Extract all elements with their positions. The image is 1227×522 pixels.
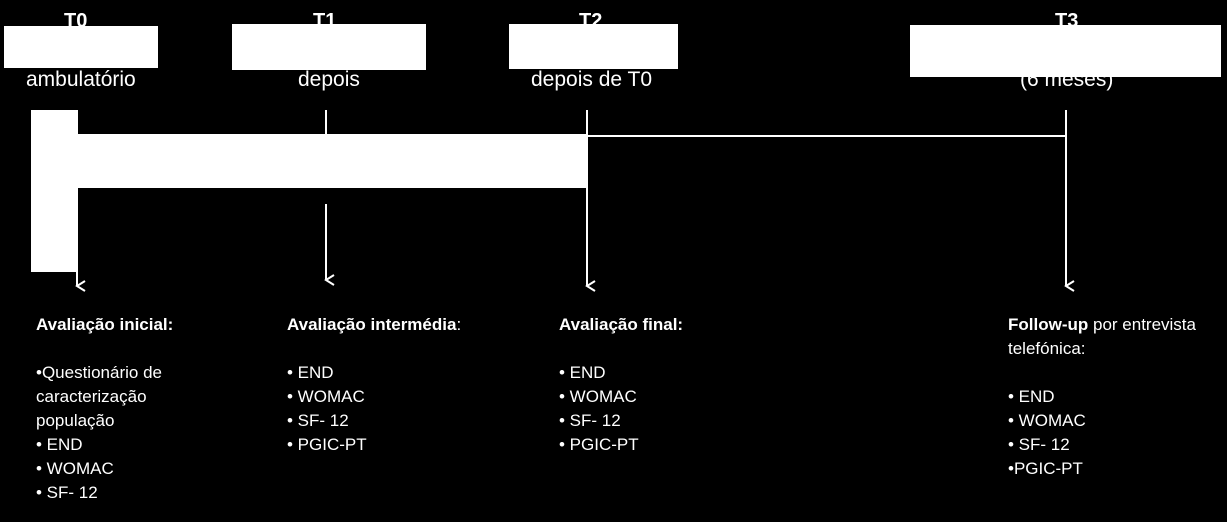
timeline-intervention-bar: [77, 134, 587, 188]
list-item: • END: [1008, 387, 1055, 406]
timepoint-subtitle-t0: ambulatório: [26, 68, 136, 91]
header-box-t1: [232, 24, 426, 70]
list-item: • SF- 12: [36, 483, 98, 502]
timepoint-subtitle-t1: depois: [298, 68, 360, 91]
column-t3-title: Follow-up por entrevista: [1008, 313, 1196, 337]
column-t2-title-bold: Avaliação final:: [559, 315, 684, 334]
list-item: •PGIC-PT: [1008, 459, 1083, 478]
header-box-t2: [509, 24, 678, 69]
list-item: • WOMAC: [559, 387, 637, 406]
timepoint-subtitle-t2: depois de T0: [531, 68, 653, 91]
list-item: • PGIC-PT: [559, 435, 639, 454]
column-t2: Avaliação final: • END • WOMAC • SF- 12 …: [559, 313, 683, 457]
timeline-start-block: [31, 110, 77, 272]
list-item: • PGIC-PT: [287, 435, 367, 454]
list-item: • END: [287, 363, 334, 382]
column-t3-title-rest: por entrevista: [1088, 315, 1196, 334]
list-item: • END: [36, 435, 83, 454]
column-t0-title-bold: Avaliação inicial:: [36, 315, 174, 334]
column-t1: Avaliação intermédia: • END • WOMAC • SF…: [287, 313, 461, 457]
list-item: • SF- 12: [559, 411, 621, 430]
column-t3-title-line2: telefónica:: [1008, 339, 1086, 358]
list-item: • SF- 12: [1008, 435, 1070, 454]
list-item: • SF- 12: [287, 411, 349, 430]
list-item: • END: [559, 363, 606, 382]
column-t3: Follow-up por entrevista telefónica: • E…: [1008, 313, 1196, 481]
list-item: caracterização: [36, 387, 147, 406]
column-t3-title-bold: Follow-up: [1008, 315, 1089, 334]
column-t0-title: Avaliação inicial:: [36, 313, 173, 337]
list-item: •Questionário de: [36, 363, 162, 382]
column-t1-title-bold: Avaliação intermédia: [287, 315, 457, 334]
list-item: • WOMAC: [36, 459, 114, 478]
column-t1-title: Avaliação intermédia:: [287, 313, 461, 337]
list-item: população: [36, 411, 115, 430]
column-t0: Avaliação inicial: •Questionário de cara…: [36, 313, 173, 505]
list-item: • WOMAC: [1008, 411, 1086, 430]
header-box-t3: [910, 25, 1221, 77]
column-t1-title-rest: :: [456, 315, 462, 334]
header-box-t0: [4, 26, 158, 68]
list-item: • WOMAC: [287, 387, 365, 406]
column-t2-title: Avaliação final:: [559, 313, 683, 337]
